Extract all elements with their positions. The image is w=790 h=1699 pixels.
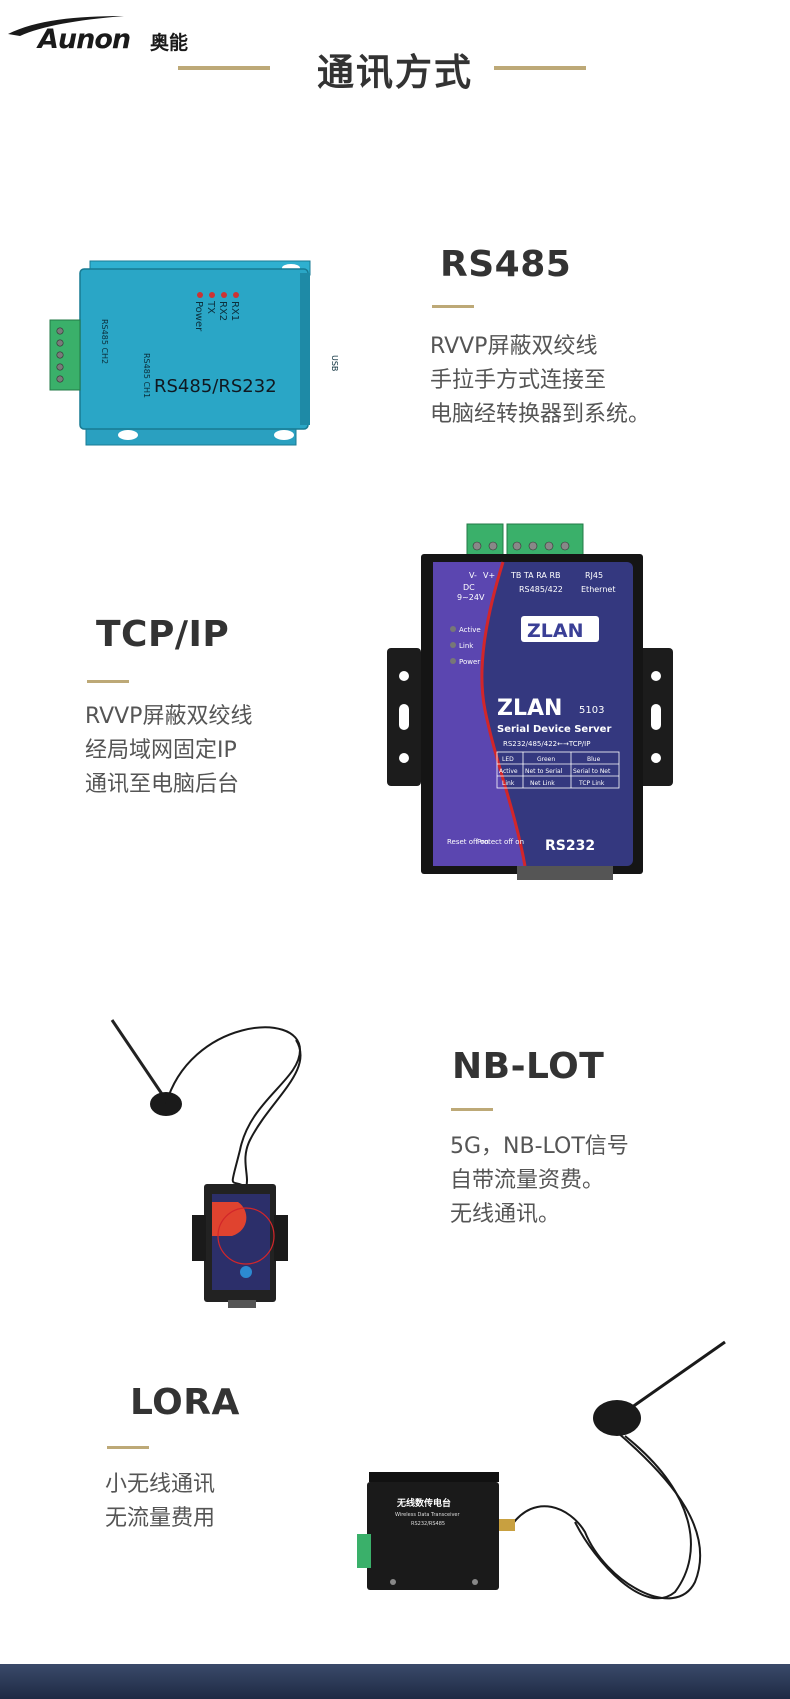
nblot-device-image (110, 1019, 302, 1308)
nblot-desc-line: 无线通讯。 (450, 1202, 561, 1227)
title-rule-left (178, 66, 270, 70)
tcpip-desc-line: RVVP屏蔽双绞线 (85, 704, 253, 729)
zlan-led-active: Active (459, 626, 481, 634)
lora-desc-line: 无流量费用 (105, 1506, 216, 1531)
zlan-table-cell: TCP Link (578, 780, 605, 787)
logo-cn: 奥能 (150, 32, 189, 54)
zlan-server-image: V- V+ DC 9~24V TB TA RA RB RJ45 RS485/42… (387, 523, 673, 880)
nblot-desc-line: 5G，NB-LOT信号 (450, 1134, 629, 1159)
lora-description: 小无线通讯 无流量费用 (105, 1468, 215, 1536)
zlan-table-cell: Serial to Net (573, 768, 611, 775)
rs485-description: RVVP屏蔽双绞线 手拉手方式连接至 电脑经转换器到系统。 (430, 330, 650, 432)
zlan-product-sub: RS232/485/422←→TCP/IP (503, 740, 590, 748)
lora-transceiver-image: 无线数传电台 Wireless Data Transceiver RS232/R… (357, 1340, 726, 1600)
page-title: 通讯方式 (317, 51, 473, 94)
nblot-title-bar (451, 1108, 493, 1111)
zlan-table-cell: Net to Serial (525, 768, 563, 775)
zlan-volt: 9~24V (457, 593, 485, 602)
zlan-table-cell: Net Link (530, 780, 555, 787)
zlan-product-name: Serial Device Server (497, 724, 611, 735)
tcpip-title: TCP/IP (96, 614, 230, 655)
zlan-table-cell: Link (502, 780, 515, 787)
zlan-reset: Reset off on (447, 838, 489, 846)
lora-title: LORA (130, 1382, 240, 1423)
zlan-badge: ZLAN (527, 620, 584, 642)
lora-device-sub: Wireless Data Transceiver (395, 1512, 461, 1518)
zlan-led-link: Link (459, 642, 474, 650)
rs485-led-rx2: RX2 (217, 301, 228, 321)
rs485-desc-line: 电脑经转换器到系统。 (430, 402, 651, 427)
nblot-title: NB-LOT (452, 1046, 605, 1087)
rs485-title-bar (432, 305, 474, 308)
zlan-terminals: TB TA RA RB (510, 571, 561, 580)
zlan-table-cell: Green (537, 756, 555, 763)
nblot-desc-line: 自带流量资费。 (450, 1168, 605, 1193)
zlan-brand: ZLAN (497, 696, 562, 721)
zlan-dc: DC (463, 583, 475, 592)
zlan-vplus: V+ (483, 571, 495, 580)
logo-text: Aunon (38, 24, 131, 55)
rs485-converter-image: RX1 RX2 TX Power RS485 CH2 RS485 CH1 USB… (49, 260, 339, 446)
rs485-led-tx: TX (205, 300, 216, 314)
zlan-table-cell: Blue (587, 756, 601, 763)
lora-device-sub2: RS232/RS485 (411, 1521, 445, 1527)
zlan-vminus: V- (469, 571, 477, 580)
zlan-ethernet: Ethernet (581, 585, 615, 594)
zlan-rj45: RJ45 (585, 571, 603, 580)
tcpip-desc-line: 经局域网固定IP (85, 738, 237, 763)
tcpip-desc-line: 通讯至电脑后台 (85, 772, 240, 797)
lora-device-label: 无线数传电台 (396, 1497, 451, 1509)
lora-desc-line: 小无线通讯 (105, 1472, 216, 1497)
rs485-desc-line: RVVP屏蔽双绞线 (430, 334, 598, 359)
rs485-desc-line: 手拉手方式连接至 (430, 368, 607, 393)
rs485-led-power: Power (193, 301, 204, 332)
title-rule-right (494, 66, 586, 70)
brand-logo: Aunon 奥能 (6, 14, 196, 55)
tcpip-title-bar (87, 680, 129, 683)
rs485-port-ch2: RS485 CH2 (100, 319, 109, 364)
logo-swoosh-icon (8, 16, 124, 36)
lora-title-bar (107, 1446, 149, 1449)
zlan-protect: Protect off on (477, 838, 524, 846)
zlan-rs485-422: RS485/422 (519, 585, 563, 594)
rs485-usb-label: USB (330, 355, 339, 371)
rs485-device-label: RS485/RS232 (154, 376, 277, 397)
nblot-description: 5G，NB-LOT信号 自带流量资费。 无线通讯。 (450, 1130, 629, 1232)
rs485-port-ch1: RS485 CH1 (142, 353, 151, 398)
zlan-model: 5103 (579, 705, 604, 716)
rs485-led-rx1: RX1 (229, 301, 240, 321)
zlan-rs232: RS232 (545, 838, 595, 854)
footer-bar (0, 1664, 790, 1699)
zlan-table-cell: LED (502, 756, 514, 763)
zlan-table-cell: Active (499, 768, 518, 775)
tcpip-description: RVVP屏蔽双绞线 经局域网固定IP 通讯至电脑后台 (85, 700, 252, 802)
rs485-title: RS485 (440, 244, 572, 285)
zlan-led-power: Power (459, 658, 480, 666)
